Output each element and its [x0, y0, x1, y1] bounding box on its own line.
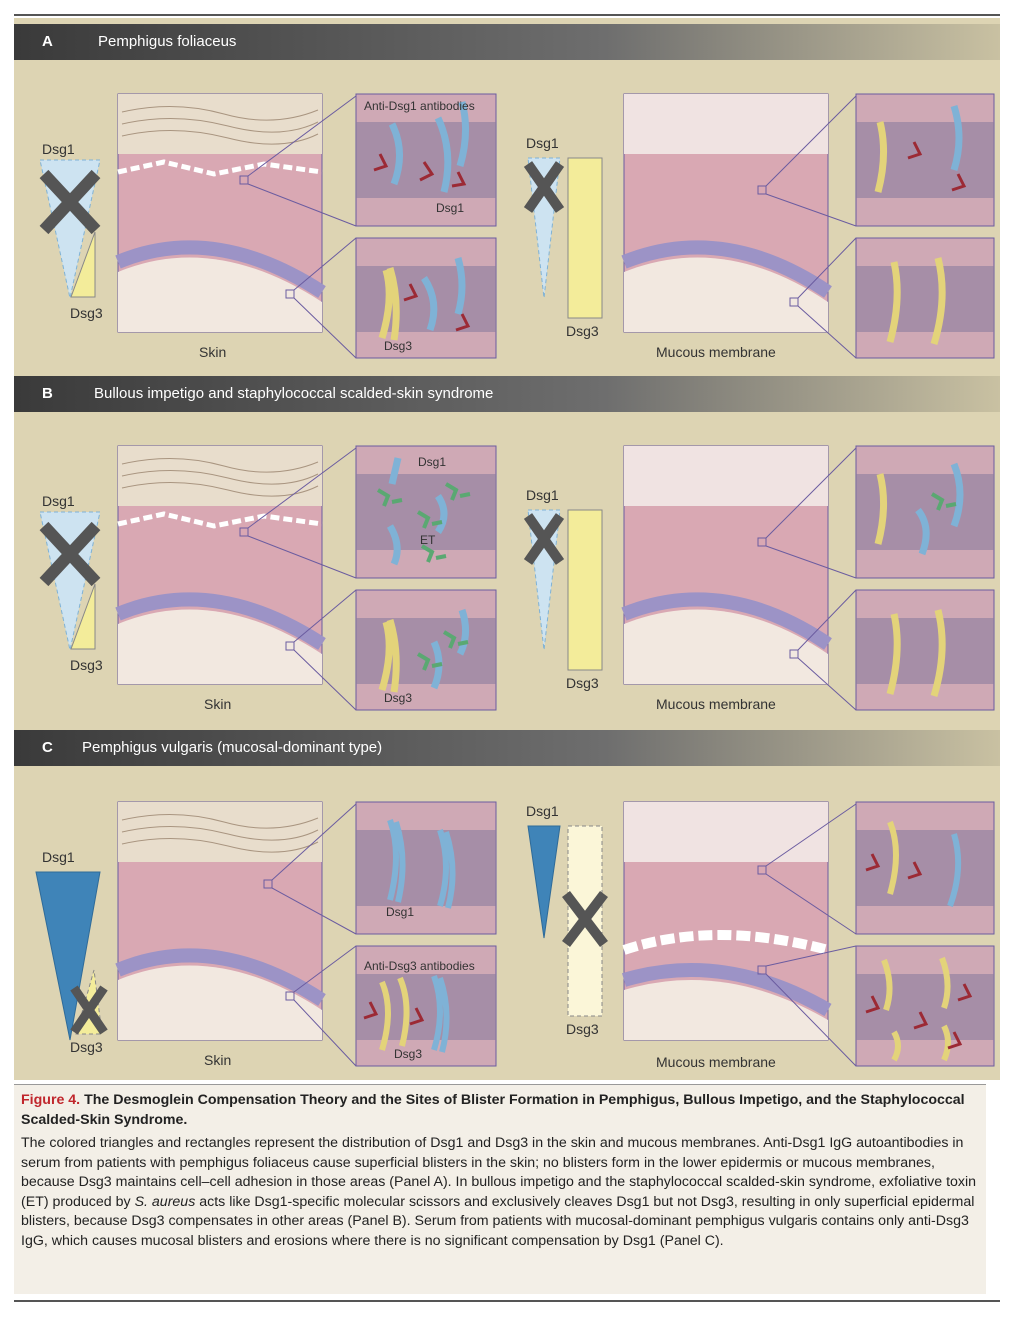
callout-upper-epidermis — [355, 93, 497, 227]
bottom-rule — [14, 1300, 1000, 1302]
callout-upper-epidermis — [355, 801, 497, 935]
dsg3-distribution-rectangle — [567, 509, 603, 671]
x-mark-icon — [39, 521, 101, 587]
zoom-marker — [285, 641, 295, 651]
dsg1-label: Dsg1 — [526, 487, 559, 503]
panel-title: Bullous impetigo and staphylococcal scal… — [94, 385, 494, 402]
figure-title: The Desmoglein Compensation Theory and t… — [21, 1092, 965, 1128]
dsg3-distribution-rectangle — [567, 157, 603, 319]
panel-b-header: B Bullous impetigo and staphylococcal sc… — [14, 376, 1000, 412]
dsg3-distribution-triangle — [70, 231, 96, 298]
dsg1-callout-label: Dsg1 — [436, 201, 464, 215]
panel-c-header: C Pemphigus vulgaris (mucosal-dominant t… — [14, 730, 1000, 766]
panel-title: Pemphigus vulgaris (mucosal-dominant typ… — [82, 739, 383, 756]
callout-mucosa-upper — [855, 93, 995, 227]
dsg1-label: Dsg1 — [526, 135, 559, 151]
toxin-callout-label: ET — [420, 533, 436, 547]
callout-mucosa-upper — [855, 801, 995, 935]
callout-upper-epidermis — [355, 445, 497, 579]
callout-mucosa-lower — [855, 237, 995, 359]
figure: A Pemphigus foliaceus Dsg1 Dsg3 Skin — [14, 18, 1000, 1080]
dsg3-label: Dsg3 — [566, 1021, 599, 1037]
x-mark-icon — [70, 985, 108, 1035]
panel-a: Dsg1 Dsg3 Skin — [14, 62, 1000, 362]
dsg1-distribution-triangle — [35, 871, 101, 1041]
mucous-membrane-tissue — [621, 445, 832, 685]
dsg1-callout-label: Dsg1 — [386, 905, 414, 919]
mucous-label: Mucous membrane — [656, 1054, 776, 1070]
caption-text-part1: The colored triangles and rectangles rep… — [21, 1135, 977, 1210]
skin-label: Skin — [199, 344, 226, 360]
caption-text-part2: acts like Dsg1-specific molecular scisso… — [21, 1193, 975, 1249]
zoom-marker — [239, 175, 249, 185]
panel-c: Dsg1 Dsg3 Skin Dsg1 — [14, 770, 1000, 1070]
skin-tissue — [115, 445, 326, 685]
panel-letter: A — [42, 33, 53, 50]
antibody-annotation: Anti-Dsg1 antibodies — [364, 99, 475, 113]
skin-tissue — [115, 801, 326, 1041]
callout-lower-epidermis — [355, 945, 497, 1067]
dsg3-callout-label: Dsg3 — [394, 1047, 422, 1061]
x-mark-icon — [523, 161, 565, 213]
caption-species: S. aureus — [134, 1193, 196, 1210]
panel-c-diagram: Dsg1 Dsg3 Skin Dsg1 — [35, 801, 995, 1070]
dsg1-label: Dsg1 — [42, 493, 75, 509]
zoom-marker — [239, 527, 249, 537]
figure-caption: Figure 4. The Desmoglein Compensation Th… — [14, 1084, 986, 1294]
caption-body: The colored triangles and rectangles rep… — [21, 1134, 979, 1251]
mucous-label: Mucous membrane — [656, 344, 776, 360]
panel-title: Pemphigus foliaceus — [98, 33, 237, 50]
callout-mucosa-lower — [855, 945, 995, 1067]
dsg1-label: Dsg1 — [42, 849, 75, 865]
zoom-marker — [285, 289, 295, 299]
dsg3-label: Dsg3 — [70, 657, 103, 673]
panel-b-diagram: Dsg1 Dsg3 Skin Dsg1 ET — [39, 445, 995, 712]
dsg1-distribution-triangle — [527, 825, 561, 939]
mucous-label: Mucous membrane — [656, 696, 776, 712]
mucous-membrane-tissue — [621, 93, 832, 333]
antibody-annotation: Anti-Dsg3 antibodies — [364, 959, 475, 973]
dsg3-callout-label: Dsg3 — [384, 339, 412, 353]
skin-label: Skin — [204, 1052, 231, 1068]
x-mark-icon — [39, 169, 101, 235]
caption-heading: Figure 4. The Desmoglein Compensation Th… — [21, 1091, 979, 1130]
dsg3-label: Dsg3 — [566, 675, 599, 691]
zoom-marker — [789, 297, 799, 307]
dsg3-label: Dsg3 — [70, 305, 103, 321]
dsg3-label: Dsg3 — [566, 323, 599, 339]
zoom-marker — [757, 185, 767, 195]
callout-lower-epidermis — [355, 589, 497, 711]
dsg3-callout-label: Dsg3 — [384, 691, 412, 705]
skin-tissue — [115, 93, 326, 333]
mucous-membrane-tissue — [621, 801, 832, 1041]
zoom-marker — [789, 649, 799, 659]
panel-letter: B — [42, 385, 53, 402]
zoom-marker — [285, 991, 295, 1001]
panel-a-header: A Pemphigus foliaceus — [14, 24, 1000, 60]
dsg1-label: Dsg1 — [526, 803, 559, 819]
dsg1-callout-label: Dsg1 — [418, 455, 446, 469]
callout-mucosa-lower — [855, 589, 995, 711]
dsg3-distribution-triangle — [70, 583, 96, 650]
dsg3-label: Dsg3 — [70, 1039, 103, 1055]
zoom-marker — [757, 965, 767, 975]
x-mark-icon — [523, 513, 565, 565]
top-rule — [14, 14, 1000, 16]
panel-letter: C — [42, 739, 53, 756]
zoom-marker — [263, 879, 273, 889]
x-mark-icon — [562, 890, 608, 948]
figure-label: Figure 4. — [21, 1092, 81, 1108]
skin-label: Skin — [204, 696, 231, 712]
dsg1-label: Dsg1 — [42, 141, 75, 157]
zoom-marker — [757, 865, 767, 875]
zoom-marker — [757, 537, 767, 547]
callout-mucosa-upper — [855, 445, 995, 579]
panel-b: Dsg1 Dsg3 Skin Dsg1 ET — [14, 414, 1000, 714]
callout-lower-epidermis — [355, 237, 497, 359]
panel-a-diagram: Dsg1 Dsg3 Skin — [39, 93, 995, 360]
